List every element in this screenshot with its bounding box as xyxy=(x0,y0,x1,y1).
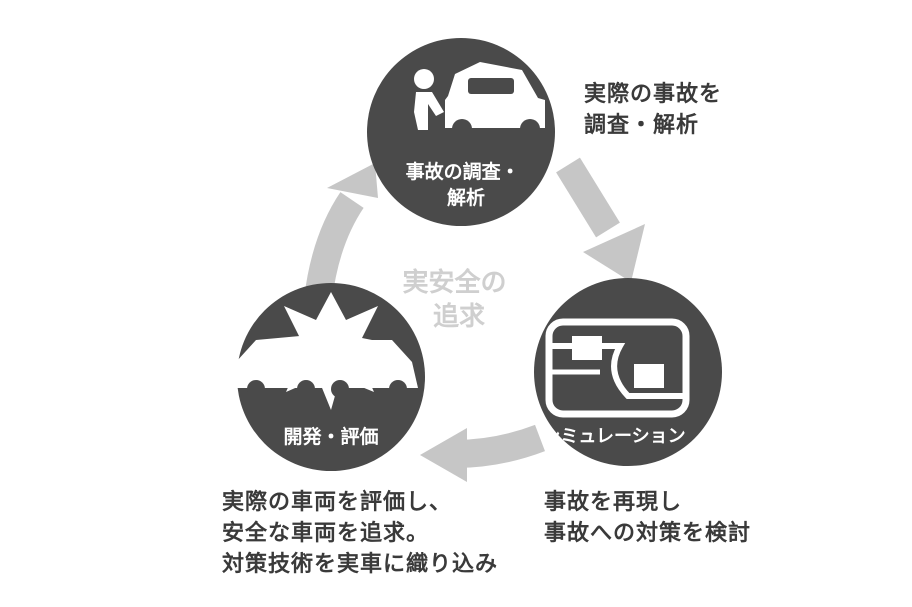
arrow-development-to-investigation-head xyxy=(327,163,378,198)
node-label-investigation: 事故の調査・ 解析 xyxy=(406,160,527,209)
road-simulation-icon xyxy=(545,318,690,418)
arrow-investigation-to-simulation xyxy=(556,157,620,238)
node-simulation: シミュレーション xyxy=(534,278,722,466)
node-label-investigation-line-1: 事故の調査・ xyxy=(406,160,520,183)
node-label-investigation-line-2: 解析 xyxy=(447,186,485,209)
arrow-simulation-to-development xyxy=(454,424,545,468)
caption-development-evaluation: 実際の車両を評価し、 安全な車両を追求。 対策技術を実車に織り込み xyxy=(222,490,499,577)
caption-simulation: 事故を再現し 事故への対策を検討 xyxy=(544,490,752,546)
car-inspection-icon xyxy=(414,62,545,139)
center-label-line-2: 追求 xyxy=(433,301,485,332)
center-label: 実安全の 追求 xyxy=(402,267,515,332)
node-development-evaluation: 開発・評価 xyxy=(236,283,425,471)
node-label-simulation-line-1: シミュレーション xyxy=(542,426,685,447)
node-accident-investigation: 事故の調査・ 解析 xyxy=(367,38,555,226)
center-label-line-1: 実安全の xyxy=(402,267,506,298)
node-label-development-line-1: 開発・評価 xyxy=(283,425,378,448)
caption-accident-investigation: 実際の事故を 調査・解析 xyxy=(584,82,723,138)
car-crash-icon xyxy=(236,292,418,410)
arrow-investigation-to-simulation-head xyxy=(583,224,645,282)
arrow-simulation-to-development-head xyxy=(420,428,467,482)
node-label-development: 開発・評価 xyxy=(283,425,378,448)
node-label-simulation: シミュレーション xyxy=(542,426,685,447)
